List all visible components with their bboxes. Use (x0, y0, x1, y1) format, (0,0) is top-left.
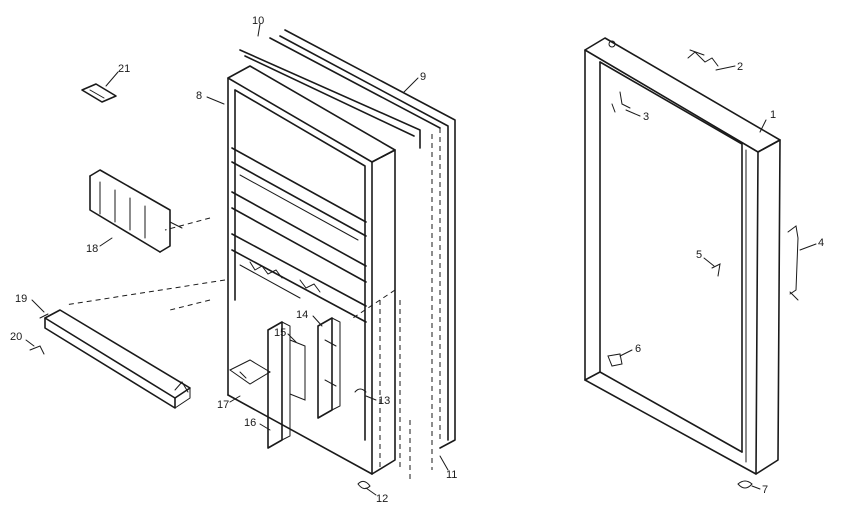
callout-20: 20 (10, 331, 22, 343)
callout-11: 11 (446, 469, 457, 481)
callout-4: 4 (818, 237, 824, 249)
callout-2: 2 (737, 61, 743, 73)
callout-17: 17 (217, 399, 229, 411)
assembly-leaders (64, 217, 396, 321)
callout-3: 3 (643, 111, 649, 123)
callout-5: 5 (696, 249, 702, 261)
callout-19: 19 (15, 293, 27, 305)
left-parts (29, 83, 191, 409)
callout-16: 16 (244, 417, 256, 429)
door-liner (227, 29, 456, 480)
callout-labels: 1 2 3 4 5 6 7 8 9 10 11 12 13 14 15 16 1… (10, 15, 824, 505)
callout-8: 8 (196, 90, 202, 102)
callout-1: 1 (770, 109, 776, 121)
callout-18: 18 (86, 243, 98, 255)
callout-14: 14 (296, 309, 308, 321)
callout-13: 13 (378, 395, 390, 407)
callout-12: 12 (376, 493, 388, 505)
callout-21: 21 (118, 63, 130, 75)
callout-7: 7 (762, 484, 768, 496)
hinge-parts (607, 49, 799, 489)
callout-9: 9 (420, 71, 426, 83)
callout-leaders (25, 23, 817, 496)
callout-6: 6 (635, 343, 641, 355)
bracket-parts (229, 317, 371, 490)
callout-15: 15 (274, 327, 286, 339)
callout-10: 10 (252, 15, 264, 27)
outer-door (584, 37, 781, 475)
